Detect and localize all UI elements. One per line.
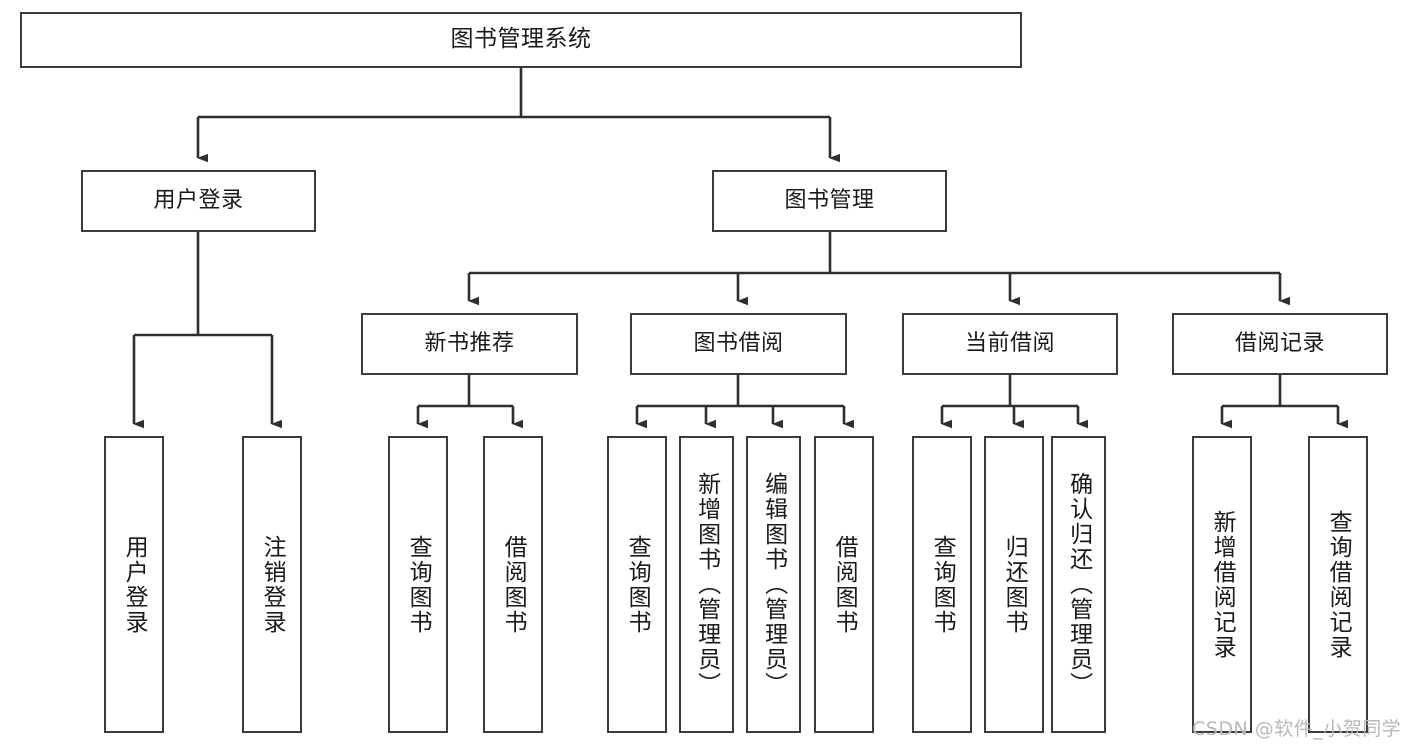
node-leaf-query-book-1[interactable]: 查询图书 [388,436,448,733]
node-leaf-return-book[interactable]: 归还图书 [984,436,1044,733]
node-current-borrow[interactable]: 当前借阅 [902,313,1118,375]
node-leaf-add-record[interactable]: 新增借阅记录 [1192,436,1252,733]
node-leaf-query-book-2-label: 查询图书 [624,534,651,635]
node-book-manage[interactable]: 图书管理 [712,170,947,232]
node-leaf-logout-label: 注销登录 [259,534,286,635]
node-leaf-edit-book[interactable]: 编辑图书（管理员） [746,436,801,733]
node-root[interactable]: 图书管理系统 [20,12,1022,68]
node-leaf-add-book[interactable]: 新增图书（管理员） [679,436,734,733]
node-leaf-add-record-label: 新增借阅记录 [1209,509,1236,660]
node-leaf-logout[interactable]: 注销登录 [242,436,302,733]
node-leaf-query-book-1-label: 查询图书 [405,534,432,635]
node-new-book-rec[interactable]: 新书推荐 [361,313,578,375]
node-current-borrow-label: 当前借阅 [964,330,1055,356]
node-leaf-borrow-book-2[interactable]: 借阅图书 [814,436,874,733]
node-leaf-query-book-3[interactable]: 查询图书 [912,436,972,733]
node-leaf-add-book-label: 新增图书（管理员） [693,472,720,697]
node-borrow-record[interactable]: 借阅记录 [1172,313,1388,375]
node-leaf-query-book-2[interactable]: 查询图书 [607,436,667,733]
node-user-login-label: 用户登录 [153,187,244,213]
node-leaf-confirm-return[interactable]: 确认归还（管理员） [1051,436,1106,733]
node-book-borrow-label: 图书借阅 [693,330,784,356]
node-leaf-borrow-book-1-label: 借阅图书 [500,534,527,635]
node-user-login[interactable]: 用户登录 [81,170,316,232]
node-book-borrow[interactable]: 图书借阅 [630,313,847,375]
node-borrow-record-label: 借阅记录 [1234,330,1325,356]
node-leaf-borrow-book-1[interactable]: 借阅图书 [483,436,543,733]
node-leaf-return-book-label: 归还图书 [1001,534,1028,635]
node-leaf-confirm-return-label: 确认归还（管理员） [1065,472,1092,697]
node-book-manage-label: 图书管理 [784,187,875,213]
node-leaf-borrow-book-2-label: 借阅图书 [831,534,858,635]
node-leaf-query-record[interactable]: 查询借阅记录 [1308,436,1368,733]
node-new-book-rec-label: 新书推荐 [424,330,515,356]
node-leaf-user-login-label: 用户登录 [121,534,148,635]
node-leaf-user-login[interactable]: 用户登录 [104,436,164,733]
node-leaf-query-record-label: 查询借阅记录 [1325,509,1352,660]
node-leaf-query-book-3-label: 查询图书 [929,534,956,635]
csdn-watermark: CSDN @软件_小贺同学 [1192,718,1402,740]
node-root-label: 图书管理系统 [450,26,592,53]
node-leaf-edit-book-label: 编辑图书（管理员） [760,472,787,697]
